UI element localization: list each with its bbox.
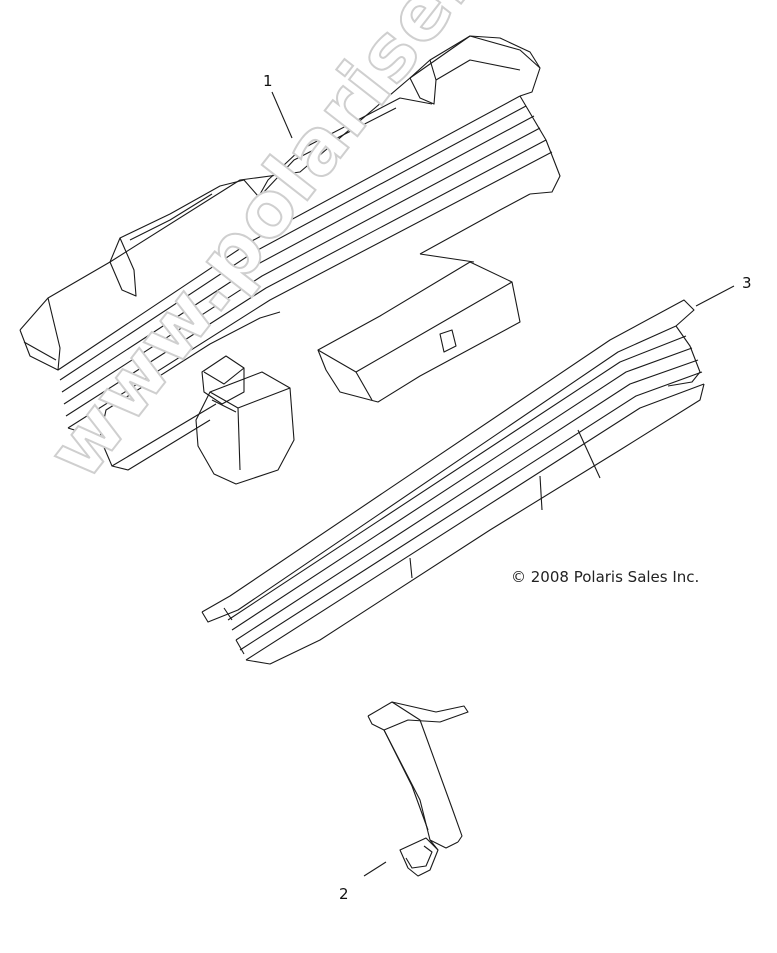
callout-part-1: 1 bbox=[263, 72, 273, 90]
bezel-cover bbox=[201, 299, 705, 665]
callout-part-3: 3 bbox=[742, 274, 752, 292]
leader-line-3 bbox=[695, 285, 735, 307]
copyright-notice: © 2008 Polaris Sales Inc. bbox=[511, 568, 700, 586]
spring-clip bbox=[367, 701, 469, 877]
leader-line-1 bbox=[271, 91, 293, 139]
instrument-cluster-housing bbox=[19, 35, 561, 485]
callout-part-2: 2 bbox=[339, 885, 349, 903]
leader-line-2 bbox=[363, 861, 387, 877]
